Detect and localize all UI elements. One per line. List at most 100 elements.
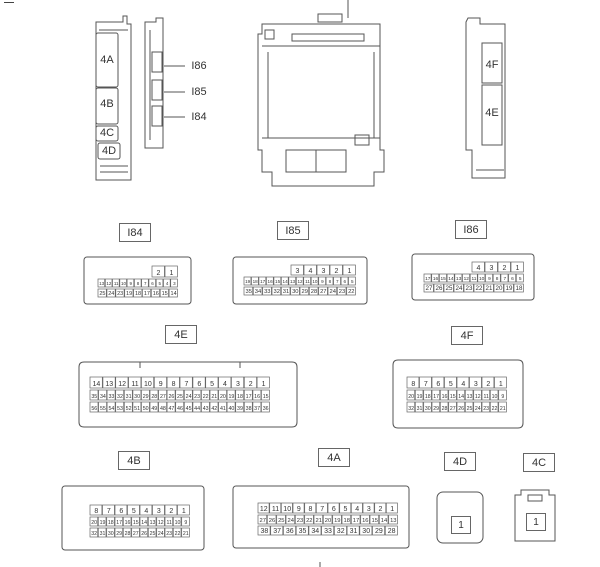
svg-text:6: 6 — [511, 276, 514, 282]
c4a-pin-29: 29 — [372, 525, 385, 536]
i86-pin-2: 2 — [497, 261, 511, 273]
c4b-pin-24: 24 — [156, 527, 165, 538]
svg-text:8: 8 — [329, 279, 332, 284]
svg-text:23: 23 — [466, 285, 473, 292]
svg-text:27: 27 — [259, 518, 265, 524]
i84-pin-3: 3 — [170, 278, 178, 288]
c4a-pin-5: 5 — [339, 502, 352, 514]
c4e-pin-26: 26 — [166, 389, 176, 401]
i85-pin-12: 12 — [295, 276, 304, 286]
c4e-pin-2: 2 — [243, 376, 257, 389]
c4f-pin-24: 24 — [473, 401, 482, 413]
svg-text:17: 17 — [144, 291, 150, 297]
svg-text:23: 23 — [297, 518, 303, 524]
svg-text:22: 22 — [476, 285, 483, 292]
svg-text:11: 11 — [305, 279, 310, 284]
c4a-pin-23: 23 — [294, 514, 305, 525]
svg-text:17: 17 — [260, 279, 266, 284]
c4e-pin-29: 29 — [141, 389, 150, 401]
c4e-pin-34: 34 — [98, 389, 107, 401]
c4a-pin-35: 35 — [295, 525, 309, 536]
i84-connector-body — [83, 256, 192, 305]
svg-text:12: 12 — [464, 276, 470, 282]
svg-text:8: 8 — [94, 508, 98, 515]
c4e-pin-39: 39 — [235, 401, 245, 413]
svg-text:16: 16 — [254, 394, 260, 400]
c4b-pin-29: 29 — [114, 527, 124, 538]
c4a-pin-6: 6 — [327, 502, 340, 514]
svg-text:5: 5 — [344, 506, 348, 513]
c4e-pin-30: 30 — [132, 389, 142, 401]
svg-text:5: 5 — [519, 276, 522, 282]
c4a-pin-25: 25 — [276, 514, 286, 525]
svg-text:24: 24 — [456, 285, 463, 292]
svg-text:16: 16 — [433, 276, 439, 282]
i86-pin-22: 22 — [473, 283, 484, 293]
svg-text:10: 10 — [312, 279, 318, 284]
unit-4d-socket — [97, 142, 121, 160]
svg-text:29: 29 — [375, 528, 383, 535]
i84-pin-1: 1 — [164, 265, 178, 278]
svg-text:9: 9 — [129, 281, 132, 286]
c4b-pin-3: 3 — [152, 504, 165, 516]
c4b-pin-11: 11 — [164, 516, 174, 527]
svg-text:44: 44 — [194, 406, 200, 412]
corner-mark — [4, 2, 14, 3]
c4f-pin-17: 17 — [431, 389, 441, 401]
svg-text:36: 36 — [263, 406, 269, 412]
c4f-pin-5: 5 — [444, 376, 457, 389]
svg-text:14: 14 — [381, 518, 388, 524]
c4a-pin-31: 31 — [346, 525, 360, 536]
unit-4f-label: 4F — [485, 59, 499, 71]
c4e-pin-36: 36 — [261, 401, 270, 413]
i86-pin-11: 11 — [469, 273, 478, 283]
svg-text:3: 3 — [490, 265, 494, 272]
svg-text:6: 6 — [436, 381, 440, 388]
c4b-pin-21: 21 — [181, 527, 190, 538]
svg-text:23: 23 — [483, 406, 489, 412]
svg-text:3: 3 — [322, 268, 326, 275]
i85-pin-9: 9 — [318, 276, 326, 286]
svg-text:11: 11 — [114, 281, 119, 286]
svg-text:7: 7 — [184, 381, 188, 388]
c4e-pin-40: 40 — [226, 401, 236, 413]
c4e-pin-53: 53 — [115, 401, 125, 413]
svg-text:14: 14 — [283, 279, 289, 284]
svg-text:26: 26 — [436, 285, 443, 292]
svg-text:18: 18 — [516, 285, 523, 292]
svg-text:37: 37 — [273, 528, 281, 535]
c4b-pin-15: 15 — [131, 516, 140, 527]
svg-text:14: 14 — [171, 291, 177, 297]
svg-text:19: 19 — [126, 291, 132, 297]
i84-pin-5: 5 — [155, 278, 164, 288]
svg-text:43: 43 — [203, 406, 209, 412]
i86-pin-3: 3 — [484, 261, 498, 273]
i85-pin-14: 14 — [280, 276, 289, 286]
svg-text:23: 23 — [166, 531, 172, 537]
c4e-pin-23: 23 — [192, 389, 202, 401]
c4f-pin-8: 8 — [406, 376, 420, 389]
4d-pin-1: 1 — [451, 516, 471, 534]
svg-text:29: 29 — [116, 531, 122, 537]
svg-text:15: 15 — [371, 518, 377, 524]
c4e-pin-18: 18 — [235, 389, 245, 401]
svg-text:12: 12 — [118, 381, 126, 388]
4a-connector-body — [232, 485, 410, 549]
svg-text:32: 32 — [91, 531, 97, 537]
svg-text:2: 2 — [169, 508, 173, 515]
c4e-pin-9: 9 — [153, 376, 167, 389]
svg-text:28: 28 — [151, 394, 157, 400]
c4b-pin-4: 4 — [139, 504, 153, 516]
unit-4a-label: 4A — [100, 54, 114, 66]
c4a-pin-21: 21 — [313, 514, 324, 525]
svg-text:30: 30 — [292, 289, 298, 295]
svg-text:12: 12 — [106, 281, 112, 286]
c4a-pin-10: 10 — [280, 502, 293, 514]
svg-text:22: 22 — [348, 289, 354, 295]
i84-pin-16: 16 — [150, 288, 160, 298]
c4e-pin-8: 8 — [166, 376, 180, 389]
svg-text:4: 4 — [166, 281, 169, 286]
svg-text:1: 1 — [499, 381, 503, 388]
svg-text:15: 15 — [441, 276, 447, 282]
svg-text:4: 4 — [309, 268, 313, 275]
